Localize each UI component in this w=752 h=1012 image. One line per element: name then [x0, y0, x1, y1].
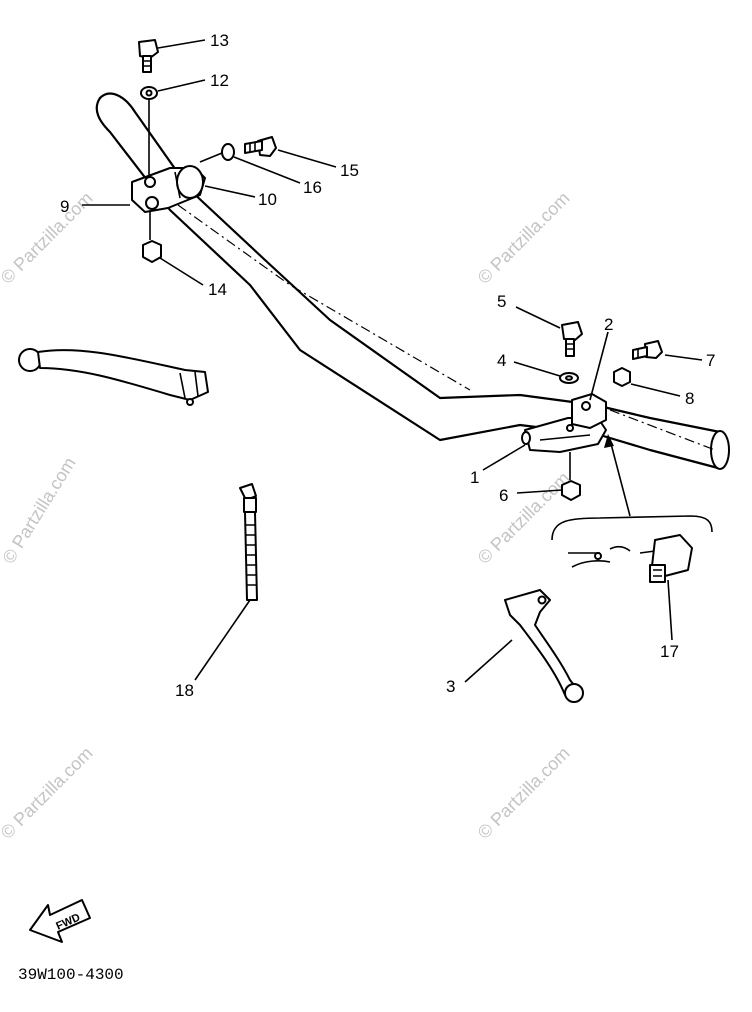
handlebar [95, 92, 730, 470]
callout-9: 9 [60, 197, 69, 216]
nut-8 [613, 367, 631, 387]
callout-5: 5 [497, 292, 506, 311]
watermark: © Partzilla.com [474, 188, 574, 288]
nut-6 [561, 480, 581, 501]
callout-8: 8 [685, 389, 694, 408]
watermarks: © Partzilla.com © Partzilla.com © Partzi… [0, 188, 574, 843]
callout-16: 16 [303, 178, 322, 197]
washer-16 [221, 143, 235, 161]
callout-7: 7 [706, 351, 715, 370]
callout-13: 13 [210, 31, 229, 50]
bolt-15 [244, 136, 277, 157]
callout-18: 18 [175, 681, 194, 700]
watermark: © Partzilla.com [0, 743, 97, 843]
detail-arrow [609, 439, 631, 517]
bolt-5 [561, 321, 583, 357]
right-lever-3 [504, 589, 584, 703]
right-lever-holder [521, 393, 607, 453]
left-lever-holder [131, 165, 206, 213]
diagram-code: 39W100-4300 [18, 966, 124, 984]
callout-6: 6 [499, 486, 508, 505]
bolt-7 [632, 340, 663, 360]
fwd-arrow: FWD [29, 899, 91, 943]
callout-17: 17 [660, 642, 679, 661]
callout-12: 12 [210, 71, 229, 90]
callouts: 13 12 9 10 16 15 14 5 2 4 7 8 1 6 17 3 1… [60, 31, 715, 700]
leader-lines [82, 39, 703, 683]
detail-inset [551, 515, 713, 583]
callout-4: 4 [497, 351, 506, 370]
cable-tie-18 [239, 483, 258, 601]
callout-1: 1 [470, 468, 479, 487]
left-lever [18, 348, 209, 406]
nut-14 [142, 240, 162, 263]
callout-3: 3 [446, 677, 455, 696]
callout-14: 14 [208, 280, 227, 299]
watermark: © Partzilla.com [0, 188, 97, 288]
callout-10: 10 [258, 190, 277, 209]
callout-2: 2 [604, 315, 613, 334]
watermark: © Partzilla.com [0, 454, 80, 567]
watermark: © Partzilla.com [474, 468, 574, 568]
bolt-13 [138, 39, 159, 73]
watermark: © Partzilla.com [474, 743, 574, 843]
callout-15: 15 [340, 161, 359, 180]
